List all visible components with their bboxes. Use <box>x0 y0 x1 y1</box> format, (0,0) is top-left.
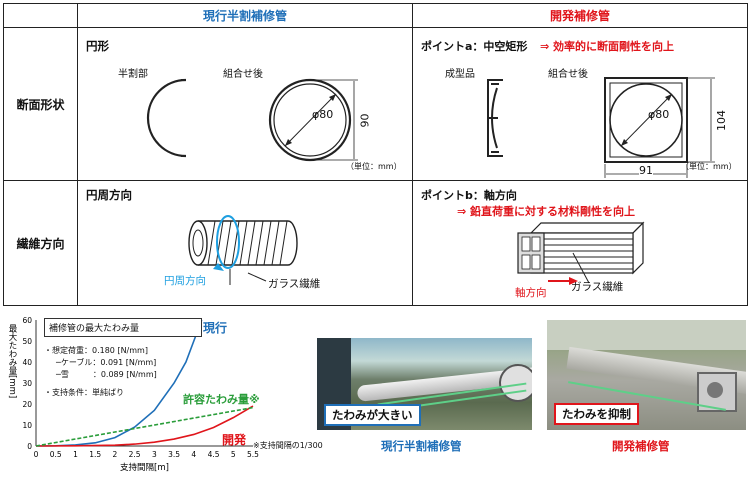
y-tick-label: 10 <box>22 421 32 430</box>
x-tick-label: 5.5 <box>247 450 259 459</box>
dev-glass-label: ガラス繊維 <box>571 281 624 293</box>
corner-cell <box>3 3 78 28</box>
dev-height-label: 104 <box>715 110 728 131</box>
x-tick-label: 3 <box>152 450 157 459</box>
x-tick-label: 2.5 <box>129 450 141 459</box>
y-tick-label: 60 <box>22 316 32 325</box>
molded-label: 成型品 <box>445 69 475 80</box>
caption-current: 現行半割補修管 <box>381 439 462 453</box>
x-tick-label: 3.5 <box>168 450 180 459</box>
x-tick-label: 0 <box>34 450 39 459</box>
y-tick-label: 40 <box>22 358 32 367</box>
x-tick-label: 1.5 <box>89 450 101 459</box>
x-tick-label: 4 <box>191 450 196 459</box>
cell-dev-section: ポイントa：中空矩形 ⇒ 効率的に断面剛性を向上 成型品 組合せ後 φ8 <box>412 27 748 181</box>
cell-current-section: 円形 半割部 組合せ後 φ80 90 （単位：mm） <box>77 27 413 181</box>
y-tick-label: 30 <box>22 379 32 388</box>
x-tick-label: 5 <box>231 450 236 459</box>
current-unit-label: （単位：mm） <box>346 162 402 171</box>
header-developed: 開発補修管 <box>412 3 748 28</box>
chart-legend-title-box: 補修管の最大たわみ量 <box>44 318 202 337</box>
dev-unit-label: （単位：mm） <box>681 162 737 171</box>
x-tick-label: 4.5 <box>208 450 220 459</box>
comparison-table: 現行半割補修管 開発補修管 断面形状 円形 半割部 組合せ後 φ80 90 （単… <box>3 3 748 306</box>
series-label-allowable: 許容たわみ量※ <box>183 393 260 406</box>
cell-current-fiber: 円周方向 円周方向 ガラス繊維 <box>77 180 413 306</box>
current-section-drawing <box>146 78 358 162</box>
chart-conditions: ・想定荷重：0.180 [N/mm] ─ケーブル：0.091 [N/mm] ─雪… <box>44 345 157 399</box>
circumferential-label: 円周方向 <box>164 275 206 287</box>
dev-section-drawing <box>487 77 715 178</box>
point-a-effect: ⇒ 効率的に断面剛性を向上 <box>540 40 675 53</box>
axial-label: 軸方向 <box>515 287 547 299</box>
series-label-dev: 開発 <box>222 433 247 447</box>
chart-footnote: ※支持間隔の1/300 <box>253 441 323 450</box>
dev-assembled-label: 組合せ後 <box>548 69 588 80</box>
dev-diameter-label: φ80 <box>648 108 670 121</box>
row-label-fiber: 繊維方向 <box>3 180 78 306</box>
x-tick-label: 0.5 <box>50 450 62 459</box>
half-part-label: 半割部 <box>118 69 148 80</box>
beam-fiber-drawing <box>517 221 645 285</box>
x-axis-label: 支持間隔[m] <box>120 462 169 473</box>
point-b-effect: ⇒ 鉛直荷重に対する材料剛性を向上 <box>457 205 636 218</box>
header-current: 現行半割補修管 <box>77 3 413 28</box>
point-a-label: ポイントa：中空矩形 <box>421 40 528 53</box>
current-diameter-label: φ80 <box>312 108 334 121</box>
deflection-chart: 0 0.5 1 1.5 2 2.5 3 3.5 4 4.5 5 5.5 0 10 20 30 40 50 60 支持間… <box>7 316 259 473</box>
chart-box-title: 補修管の最大たわみ量 <box>49 324 140 334</box>
y-tick-label: 50 <box>22 337 32 346</box>
point-b-label: ポイントb：軸方向 <box>421 189 517 202</box>
cable-condition: ─ケーブル：0.091 [N/mm] <box>56 358 157 367</box>
x-tick-label: 1 <box>73 450 78 459</box>
assembled-label: 組合せ後 <box>223 69 263 80</box>
cell-dev-fiber: ポイントb：軸方向 ⇒ 鉛直荷重に対する材料剛性を向上 <box>412 180 748 306</box>
series-line-1 <box>35 405 254 447</box>
y-tick-label: 20 <box>22 400 32 409</box>
snow-condition: ─雪 ：0.089 [N/mm] <box>56 370 157 379</box>
support-condition: ・支持条件：単純ばり <box>44 388 124 397</box>
current-section-title: 円形 <box>86 39 109 53</box>
photo-developed: たわみを抑制 <box>547 320 746 430</box>
cylinder-fiber-drawing <box>188 215 298 285</box>
photo-current: たわみが大きい <box>317 338 532 430</box>
current-fiber-title: 円周方向 <box>86 188 132 202</box>
y-axis-label: 最大たわみ量[mm] <box>7 324 17 398</box>
current-glass-label: ガラス繊維 <box>268 278 321 290</box>
tag-large-deflection: たわみが大きい <box>324 404 421 426</box>
tag-deflection-suppressed: たわみを抑制 <box>554 403 639 425</box>
load-condition: ・想定荷重：0.180 [N/mm] <box>44 346 148 355</box>
y-tick-label: 0 <box>27 442 32 451</box>
series-label-current: 現行 <box>203 321 228 335</box>
x-tick-label: 2 <box>113 450 118 459</box>
caption-developed: 開発補修管 <box>612 439 670 453</box>
current-height-label: 90 <box>358 113 372 128</box>
row-label-section: 断面形状 <box>3 27 78 181</box>
series-line-2 <box>35 406 254 447</box>
dev-width-label: 91 <box>639 164 653 177</box>
